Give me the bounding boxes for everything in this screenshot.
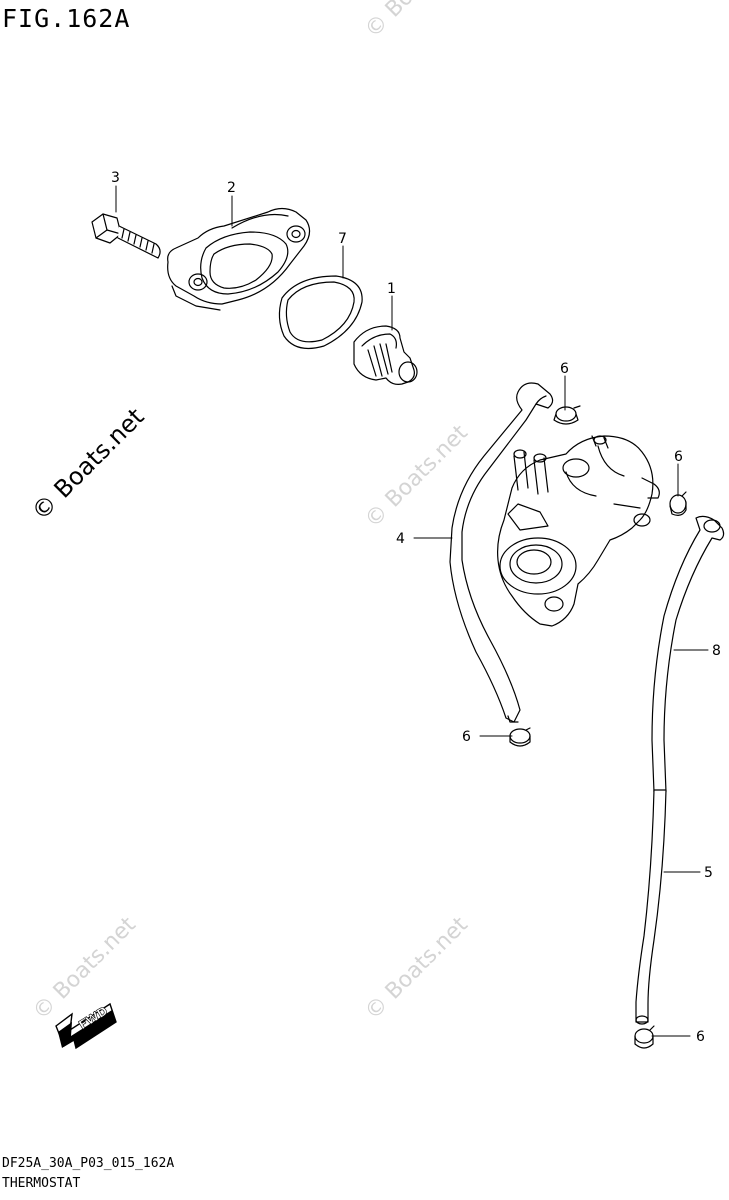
callout-1: 1 [387,281,396,297]
callout-3: 3 [111,170,120,186]
hose-part-5[interactable] [635,789,667,1025]
hose-part-4[interactable] [449,382,554,723]
callout-6: 6 [696,1029,705,1045]
callout-6: 6 [560,361,569,377]
callout-4: 4 [396,531,405,547]
thermostat-part[interactable] [353,325,418,385]
figure-name: THERMOSTAT [2,1176,81,1191]
callout-7: 7 [338,231,347,247]
thermostat-cover-part[interactable] [167,207,311,311]
figure-title: FIG.162A [2,4,131,33]
gasket-part[interactable] [278,275,363,349]
clamp-part[interactable] [553,405,581,425]
hose-part-8[interactable] [651,515,725,793]
clamp-part[interactable] [509,727,531,747]
bolt-part[interactable] [91,213,161,259]
clamp-part[interactable] [634,1025,655,1049]
callout-2: 2 [227,180,236,196]
callout-8: 8 [712,643,721,659]
fwd-arrow-icon: FWD [55,1002,117,1050]
thermostat-housing-part[interactable] [497,435,660,627]
callout-6: 6 [674,449,683,465]
figure-code: DF25A_30A_P03_015_162A [2,1156,175,1171]
callout-5: 5 [704,865,713,881]
callout-6: 6 [462,729,471,745]
